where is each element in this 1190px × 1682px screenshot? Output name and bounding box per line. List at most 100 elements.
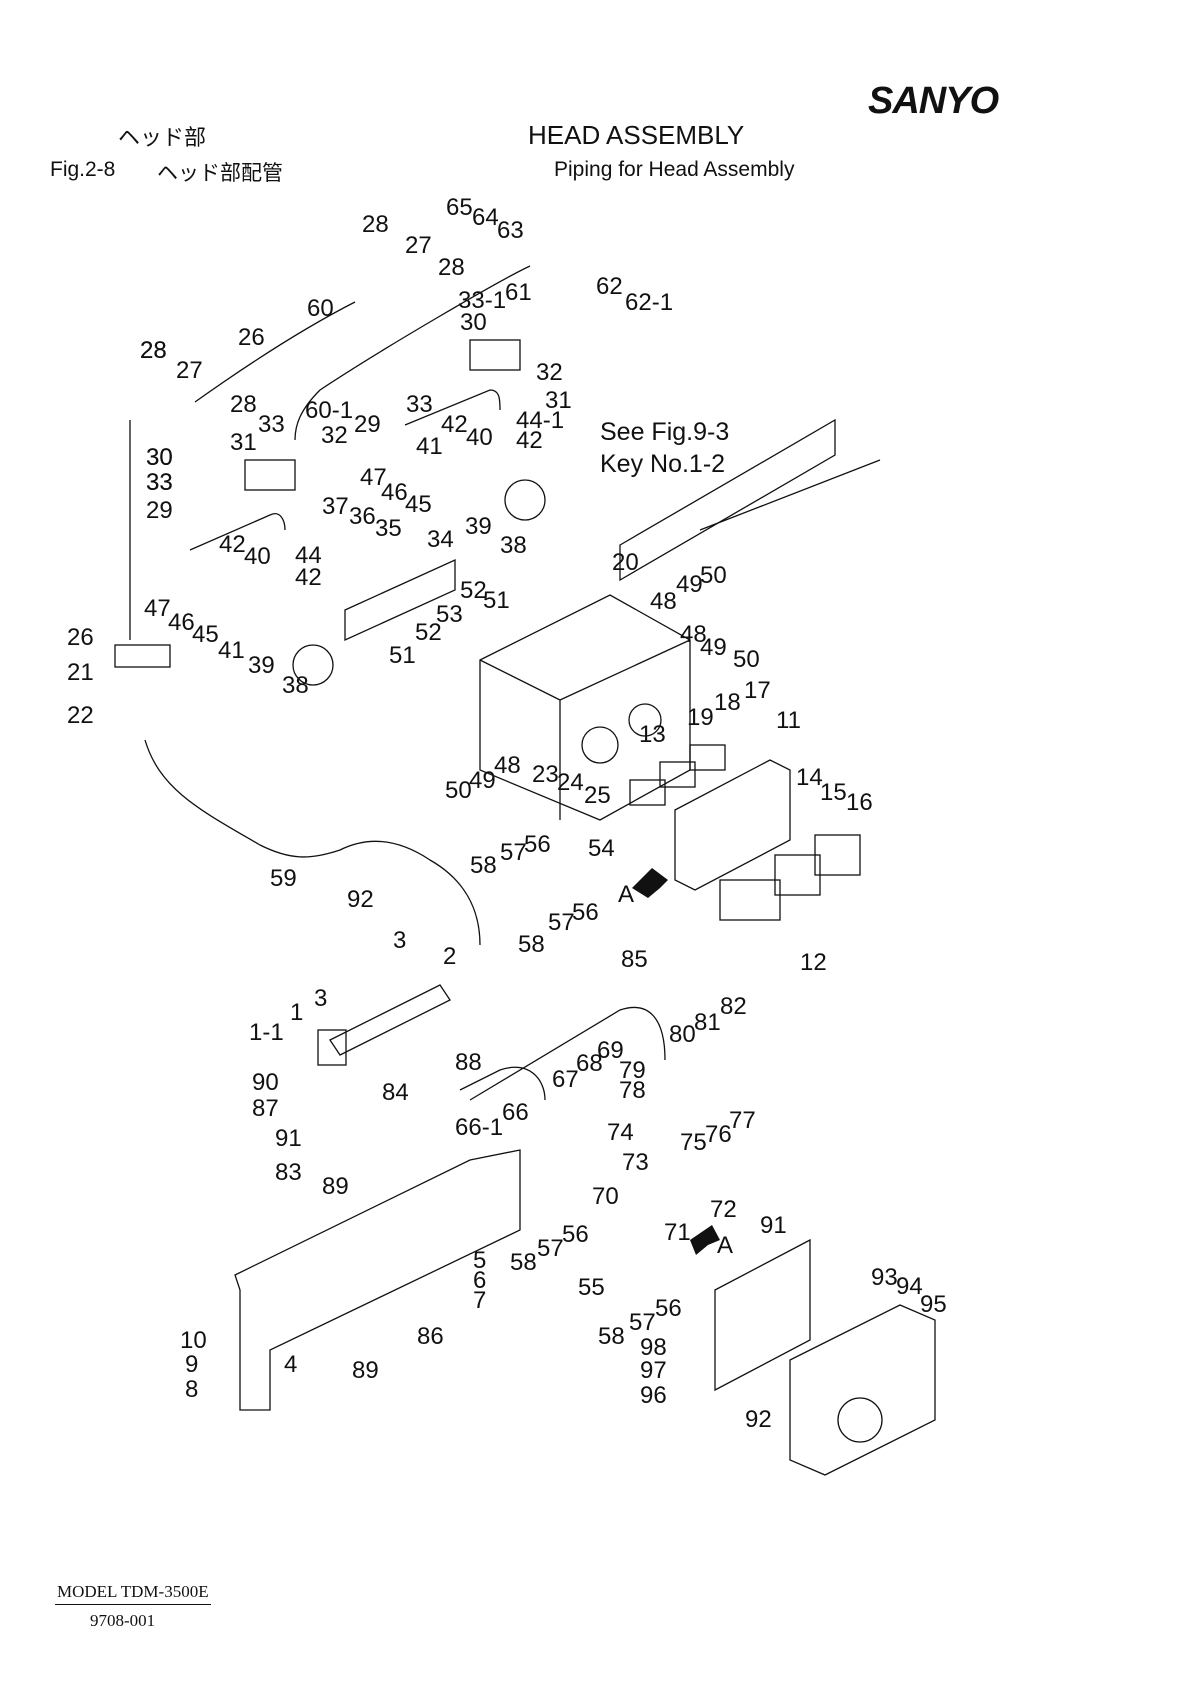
part-callout-33: 33 bbox=[406, 391, 433, 418]
part-callout-17: 17 bbox=[744, 677, 771, 704]
arrow-view-a bbox=[632, 868, 720, 1255]
part-callout-7: 7 bbox=[473, 1287, 486, 1314]
part-callout-62: 62 bbox=[596, 273, 623, 300]
part-callout-45: 45 bbox=[405, 491, 432, 518]
part-callout-20: 20 bbox=[612, 549, 639, 576]
part-callout-59: 59 bbox=[270, 865, 297, 892]
part-callout-26: 26 bbox=[67, 624, 94, 651]
part-callout-24: 24 bbox=[557, 769, 584, 796]
regulator-38 bbox=[292, 644, 334, 686]
unit-92-dial bbox=[837, 1397, 883, 1443]
reference-note-line2: Key No.1-2 bbox=[600, 450, 725, 478]
part-callout-3: 3 bbox=[314, 985, 327, 1012]
part-callout-6: 6 bbox=[473, 1267, 486, 1294]
part-callout-95: 95 bbox=[920, 1291, 947, 1318]
figure-title-jp: ヘッド部配管 bbox=[157, 161, 283, 185]
regulator-38 bbox=[504, 479, 546, 521]
solenoid-valve-21 bbox=[114, 644, 171, 668]
part-callout-28: 28 bbox=[140, 337, 167, 364]
part-callout-83: 83 bbox=[275, 1159, 302, 1186]
part-callout-56: 56 bbox=[655, 1295, 682, 1322]
part-callout-57: 57 bbox=[629, 1309, 656, 1336]
valve-31 bbox=[244, 459, 296, 491]
manifold-pipe-1 bbox=[329, 984, 451, 1056]
part-callout-67: 67 bbox=[552, 1066, 579, 1093]
part-callout-39: 39 bbox=[465, 513, 492, 540]
section-title-jp: ヘッド部 bbox=[118, 126, 207, 151]
part-callout-55: 55 bbox=[578, 1274, 605, 1301]
frame-rail-line bbox=[699, 459, 881, 531]
part-callout-34: 34 bbox=[427, 526, 454, 553]
part-callout-44: 44 bbox=[295, 542, 322, 569]
part-callout-28: 28 bbox=[362, 211, 389, 238]
part-callout-38: 38 bbox=[500, 532, 527, 559]
part-callout-31: 31 bbox=[545, 387, 572, 414]
part-callout-38: 38 bbox=[282, 672, 309, 699]
part-callout-40: 40 bbox=[466, 424, 493, 451]
part-callout-10: 10 bbox=[180, 1327, 207, 1354]
controller-12 bbox=[719, 879, 781, 921]
part-callout-19: 19 bbox=[687, 704, 714, 731]
part-callout-65: 65 bbox=[446, 194, 473, 221]
part-callout-79: 79 bbox=[619, 1057, 646, 1084]
controller-12 bbox=[774, 854, 821, 896]
part-callout-51: 51 bbox=[389, 642, 416, 669]
part-callout-47: 47 bbox=[144, 595, 171, 622]
part-callout-68: 68 bbox=[576, 1050, 603, 1077]
part-callout-76: 76 bbox=[705, 1121, 732, 1148]
part-callout-82: 82 bbox=[720, 993, 747, 1020]
part-callout-92: 92 bbox=[347, 886, 374, 913]
sanyo-logo: SANYO bbox=[868, 80, 999, 122]
part-callout-40: 40 bbox=[244, 543, 271, 570]
model-number: MODEL TDM-3500E bbox=[55, 1582, 211, 1605]
frame-rail-20 bbox=[619, 418, 836, 582]
part-callout-37: 37 bbox=[322, 493, 349, 520]
part-callout-50: 50 bbox=[700, 562, 727, 589]
part-callout-14: 14 bbox=[796, 764, 823, 791]
part-callout-30: 30 bbox=[146, 444, 173, 471]
part-callout-88: 88 bbox=[455, 1049, 482, 1076]
part-callout-8: 8 bbox=[185, 1376, 198, 1403]
part-callout-60-1: 60-1 bbox=[305, 397, 353, 424]
part-callout-25: 25 bbox=[584, 782, 611, 809]
reference-note-line1: See Fig.9-3 bbox=[600, 418, 729, 446]
unit-92 bbox=[789, 1304, 936, 1476]
head-box-edge bbox=[479, 639, 691, 820]
part-callout-36: 36 bbox=[349, 503, 376, 530]
part-callout-22: 22 bbox=[67, 702, 94, 729]
part-callout-57: 57 bbox=[537, 1235, 564, 1262]
head-box-hole bbox=[628, 703, 662, 737]
part-callout-15: 15 bbox=[820, 779, 847, 806]
part-callout-33: 33 bbox=[258, 411, 285, 438]
tube-44-1 bbox=[404, 389, 501, 426]
part-callout-93: 93 bbox=[871, 1264, 898, 1291]
part-callout-28: 28 bbox=[140, 337, 167, 364]
view-a-label: A bbox=[717, 1232, 733, 1259]
figure-number: Fig.2-8 bbox=[50, 158, 116, 181]
part-callout-41: 41 bbox=[416, 433, 443, 460]
part-callout-71: 71 bbox=[664, 1219, 691, 1246]
part-callout-49: 49 bbox=[676, 571, 703, 598]
part-callout-96: 96 bbox=[640, 1382, 667, 1409]
part-callout-50: 50 bbox=[445, 777, 472, 804]
part-callout-85: 85 bbox=[621, 946, 648, 973]
part-callout-41: 41 bbox=[218, 637, 245, 664]
part-callout-32: 32 bbox=[321, 422, 348, 449]
tube-44 bbox=[189, 513, 286, 551]
part-callout-21: 21 bbox=[67, 659, 94, 686]
manifold-end-plate bbox=[317, 1029, 347, 1066]
part-callout-58: 58 bbox=[598, 1323, 625, 1350]
part-callout-56: 56 bbox=[524, 831, 551, 858]
part-callout-60: 60 bbox=[307, 295, 334, 322]
part-callout-27: 27 bbox=[405, 232, 432, 259]
part-callout-69: 69 bbox=[597, 1037, 624, 1064]
figure-title-en: Piping for Head Assembly bbox=[554, 158, 795, 181]
part-callout-3: 3 bbox=[393, 927, 406, 954]
tube-85 bbox=[469, 1006, 666, 1101]
part-callout-56: 56 bbox=[562, 1221, 589, 1248]
part-callout-23: 23 bbox=[532, 761, 559, 788]
part-callout-30: 30 bbox=[460, 309, 487, 336]
part-callout-81: 81 bbox=[694, 1009, 721, 1036]
